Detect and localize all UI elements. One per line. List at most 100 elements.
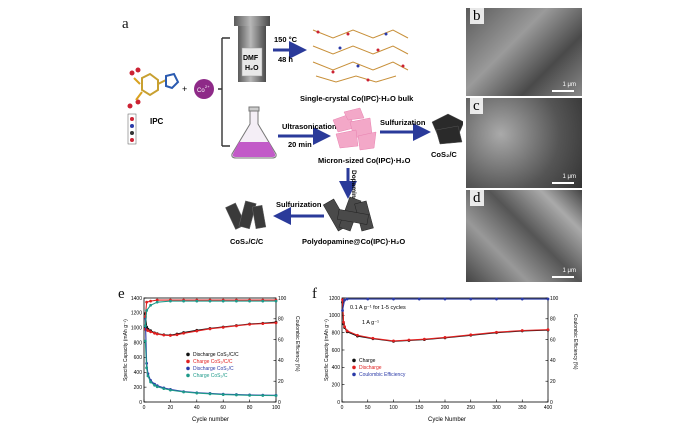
scale-bar-b bbox=[552, 90, 574, 92]
data-point bbox=[392, 297, 395, 301]
data-point bbox=[143, 324, 147, 328]
data-point bbox=[371, 336, 375, 340]
legend-entry: Discharge bbox=[359, 365, 382, 371]
scale-label-b: 1 μm bbox=[562, 82, 576, 88]
y2-tick-label: 20 bbox=[278, 379, 284, 385]
sulfurization-label-1: Sulfurization bbox=[380, 118, 426, 127]
x-tick-label: 200 bbox=[441, 405, 450, 411]
data-point bbox=[149, 303, 152, 307]
data-point bbox=[155, 298, 159, 302]
data-point bbox=[366, 297, 370, 301]
chart-e-plot-area bbox=[143, 297, 277, 403]
data-point bbox=[443, 297, 447, 301]
ipc-molecule-icon bbox=[127, 67, 180, 109]
cobalt-charge: 2+ bbox=[205, 84, 210, 89]
y2-tick-label: 80 bbox=[278, 317, 284, 323]
data-point bbox=[274, 321, 278, 325]
panel-letter-d: d bbox=[470, 190, 484, 206]
x-tick-label: 400 bbox=[544, 405, 553, 411]
pda-label: Polydopamine@Co(IPC)·H₂O bbox=[302, 237, 405, 246]
y-tick-label: 600 bbox=[134, 355, 143, 361]
y-tick-label: 600 bbox=[332, 348, 341, 354]
chart-f-xlabel: Cycle Number bbox=[428, 417, 466, 423]
data-point bbox=[546, 328, 550, 332]
series-line bbox=[144, 300, 276, 327]
y-tick-label: 1000 bbox=[131, 326, 142, 332]
data-point bbox=[182, 390, 185, 394]
sem-image-b: b 1 μm bbox=[466, 8, 582, 96]
data-point bbox=[155, 332, 159, 336]
data-point bbox=[155, 385, 159, 389]
x-tick-label: 40 bbox=[194, 405, 200, 411]
data-point bbox=[145, 309, 149, 312]
data-point bbox=[149, 330, 152, 334]
series-line bbox=[144, 299, 276, 317]
x-tick-label: 300 bbox=[492, 405, 501, 411]
data-point bbox=[495, 297, 498, 301]
panel-letter-a: a bbox=[122, 16, 129, 32]
y-tick-label: 800 bbox=[134, 340, 143, 346]
data-point bbox=[208, 299, 212, 303]
x-tick-label: 100 bbox=[389, 405, 398, 411]
legend-marker bbox=[186, 366, 190, 371]
panel-letter-f: f bbox=[312, 286, 317, 302]
sem-image-c: c 1 μm bbox=[466, 98, 582, 188]
data-point bbox=[469, 297, 473, 301]
crystal-structure-icon bbox=[312, 29, 409, 83]
x-tick-label: 100 bbox=[272, 405, 281, 411]
data-point bbox=[153, 331, 156, 335]
data-point bbox=[221, 393, 225, 396]
panel-letter-b: b bbox=[470, 8, 484, 24]
y-tick-label: 1200 bbox=[329, 296, 340, 302]
scale-label-d: 1 μm bbox=[562, 268, 576, 274]
data-point bbox=[274, 299, 278, 303]
y2-tick-label: 60 bbox=[550, 337, 556, 343]
cos2c-particles-icon bbox=[431, 113, 463, 145]
data-point bbox=[169, 299, 172, 303]
annotation-rate-2: 1 A g⁻¹ bbox=[362, 320, 379, 326]
pda-particles-icon bbox=[322, 196, 374, 232]
data-point bbox=[153, 383, 156, 387]
legend-entry: Charge CoS₂/C bbox=[193, 373, 228, 379]
data-point bbox=[208, 327, 212, 331]
data-point bbox=[495, 330, 498, 334]
data-point bbox=[195, 391, 199, 395]
data-point bbox=[261, 394, 265, 397]
vessel-text-dmf: DMF bbox=[243, 55, 259, 62]
data-point bbox=[175, 333, 179, 337]
y2-tick-label: 60 bbox=[278, 337, 284, 343]
y-tick-label: 1200 bbox=[131, 311, 142, 317]
data-point bbox=[235, 324, 238, 328]
y2-tick-label: 40 bbox=[550, 358, 556, 364]
data-point bbox=[235, 393, 238, 397]
data-point bbox=[423, 337, 426, 341]
data-point bbox=[443, 336, 447, 339]
crystal-label: Single-crystal Co(IPC)·H₂O bulk bbox=[300, 94, 414, 103]
y-tick-label: 400 bbox=[134, 370, 143, 376]
x-tick-label: 80 bbox=[247, 405, 253, 411]
data-point bbox=[274, 394, 278, 398]
series-line bbox=[144, 341, 277, 397]
chart-e-ylabel: Specific Capacity (mAh g⁻¹) bbox=[123, 319, 129, 381]
panel-letter-c: c bbox=[470, 98, 483, 114]
dopamine-label: Dopamine bbox=[350, 170, 357, 202]
y2-tick-label: 0 bbox=[278, 400, 281, 406]
data-point bbox=[149, 299, 152, 303]
data-point bbox=[392, 339, 395, 343]
y-tick-label: 200 bbox=[332, 382, 341, 388]
legend-marker bbox=[352, 365, 356, 370]
data-point bbox=[417, 297, 421, 301]
y2-tick-label: 20 bbox=[550, 379, 556, 385]
data-point bbox=[248, 393, 252, 397]
y-tick-label: 200 bbox=[134, 385, 143, 391]
y-tick-label: 400 bbox=[332, 365, 341, 371]
scale-bar-d bbox=[552, 276, 574, 278]
data-point bbox=[195, 329, 199, 333]
data-point bbox=[162, 333, 166, 337]
data-point bbox=[143, 339, 147, 343]
plus-sign: + bbox=[182, 84, 187, 94]
legend-entry: Charge CoS₂/C/C bbox=[193, 359, 233, 365]
x-tick-label: 0 bbox=[341, 405, 344, 411]
